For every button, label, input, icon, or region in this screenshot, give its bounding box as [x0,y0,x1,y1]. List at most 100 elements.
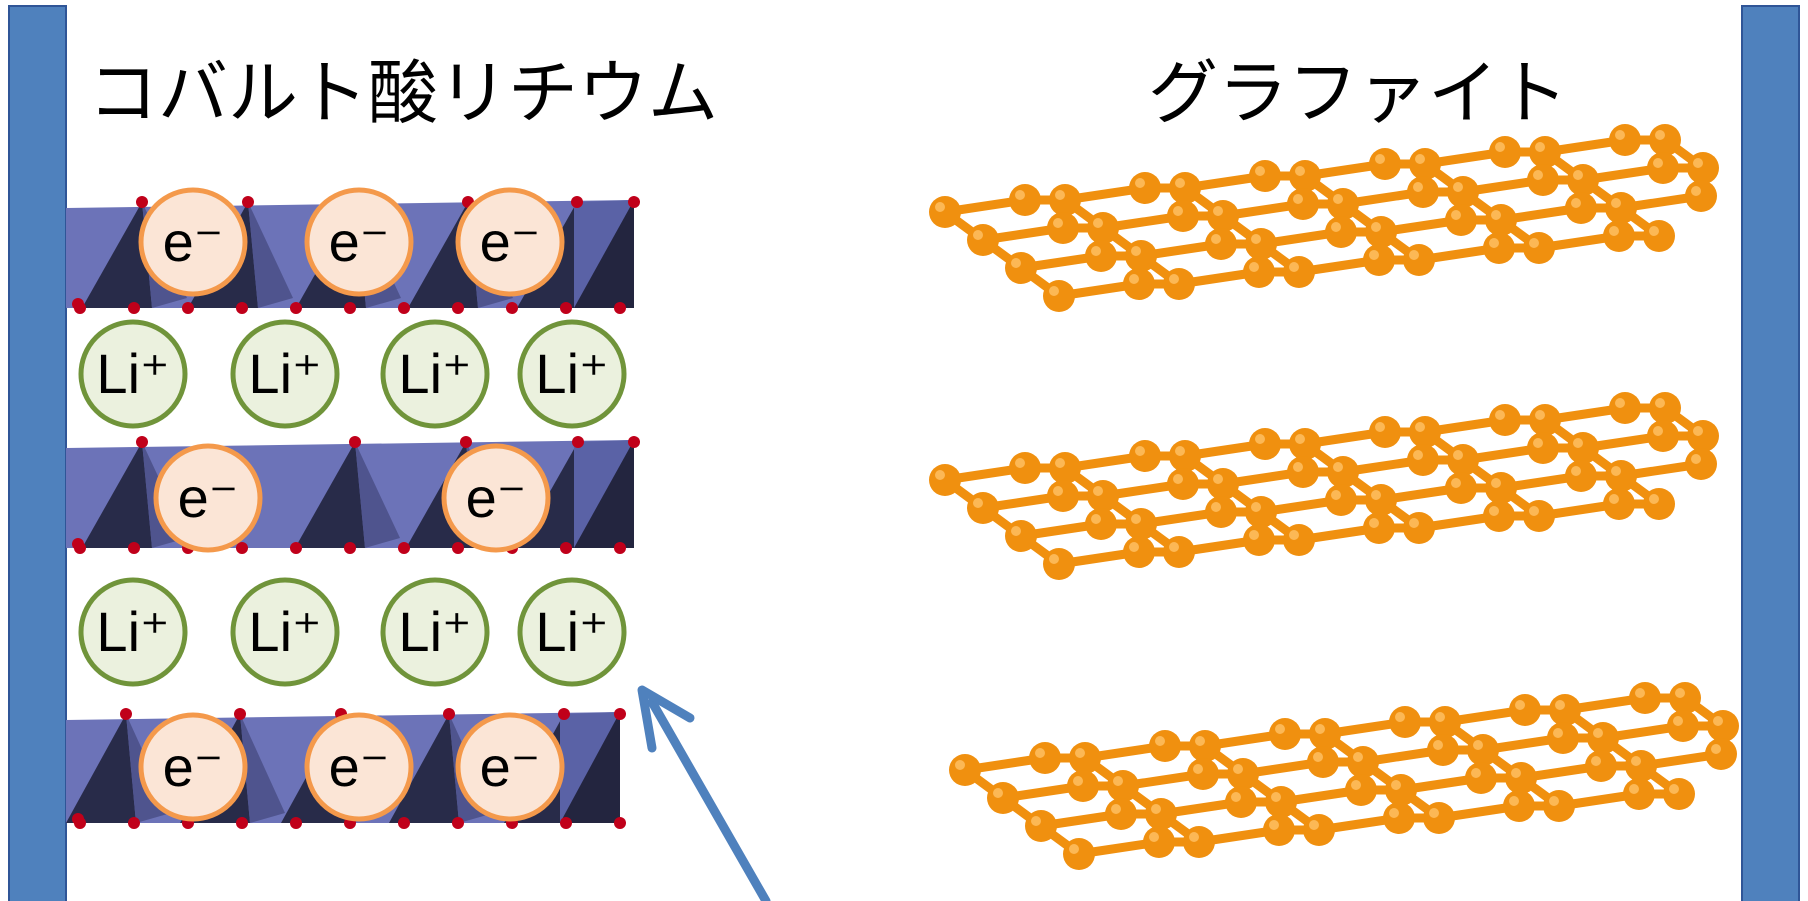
carbon-highlight [1511,768,1521,778]
electron-label: e⁻ [480,210,541,273]
lithium-ion: Li⁺ [78,319,188,429]
carbon-highlight [1155,736,1165,746]
carbon-atom [1205,496,1237,528]
carbon-highlight [1091,514,1101,524]
oxygen-atom [460,436,472,448]
carbon-atom [1309,718,1341,750]
oxygen-atom [72,538,84,550]
graphite-sheet-2 [929,392,1719,580]
carbon-highlight [1091,246,1101,256]
lithium-circle [517,577,627,687]
carbon-highlight [1049,286,1059,296]
carbon-atom [1123,536,1155,568]
carbon-highlight [1509,796,1519,806]
lithium-circle [78,577,188,687]
carbon-atom [1363,512,1395,544]
oxygen-atom [236,817,248,829]
carbon-atom [1447,176,1479,208]
carbon-atom [1225,786,1257,818]
carbon-highlight [1175,446,1185,456]
oxygen-atom [349,436,361,448]
carbon-highlight [1611,466,1621,476]
arrow-head [637,685,695,753]
cobalt-oxide-layer-2 [66,436,640,554]
ions-group: e⁻e⁻e⁻e⁻e⁻e⁻e⁻e⁻Li⁺Li⁺Li⁺Li⁺Li⁺Li⁺Li⁺Li⁺ [78,187,627,822]
carbon-highlight [1375,154,1385,164]
carbon-highlight [1333,194,1343,204]
electron-label: e⁻ [163,210,224,273]
carbon-highlight [1251,502,1261,512]
carbon-highlight [1135,446,1145,456]
electron: e⁻ [455,712,565,822]
oxygen-atom [572,436,584,448]
carbon-atom [1445,204,1477,236]
electron: e⁻ [138,712,248,822]
carbon-atom [1629,682,1661,714]
oxygen-atom [128,542,140,554]
carbon-atom [1009,184,1041,216]
carbon-atom [1623,778,1655,810]
carbon-atom [1129,440,1161,472]
lithium-label: Li⁺ [535,342,608,405]
carbon-atom [1423,802,1455,834]
lithium-circle [230,319,340,429]
carbon-highlight [1653,158,1663,168]
carbon-atom [1385,774,1417,806]
carbon-highlight [1535,142,1545,152]
lithium-ion: Li⁺ [380,577,490,687]
octahedron-side [355,442,400,548]
carbon-atom [1503,790,1535,822]
carbon-atom [929,196,961,228]
oxygen-atom [120,708,132,720]
carbon-highlight [1289,530,1299,540]
carbon-highlight [1175,178,1185,188]
carbon-highlight [1655,398,1665,408]
carbon-atom [1543,790,1575,822]
octahedron-side [248,202,293,308]
carbon-atom [1687,420,1719,452]
carbon-atom [1685,448,1717,480]
carbon-atom [1245,496,1277,528]
octahedron-face [66,714,136,823]
oxygen-atom [136,436,148,448]
electron-circle [304,712,414,822]
carbon-atom [1529,136,1561,168]
carbon-atom [1123,268,1155,300]
carbon-highlight [1413,182,1423,192]
carbon-highlight [1173,206,1183,216]
octahedron-face [82,442,152,548]
carbon-atom [1669,682,1701,714]
oxygen-atom [560,542,572,554]
carbon-atom [1105,798,1137,830]
carbon-atom [1167,200,1199,232]
carbon-highlight [1213,474,1223,484]
carbon-highlight [1295,166,1305,176]
oxygen-atom [452,302,464,314]
lithium-label: Li⁺ [248,600,321,663]
electron: e⁻ [455,187,565,297]
carbon-atom [1049,184,1081,216]
carbon-atom [1143,826,1175,858]
carbon-highlight [1315,724,1325,734]
carbon-atom [1529,404,1561,436]
carbon-highlight [1135,178,1145,188]
carbon-highlight [1369,250,1379,260]
carbon-highlight [1533,438,1543,448]
carbon-atom [1087,480,1119,512]
carbon-highlight [1471,768,1481,778]
carbon-highlight [1131,514,1141,524]
carbon-highlight [1289,262,1299,272]
electron: e⁻ [304,712,414,822]
carbon-atom [1243,524,1275,556]
carbon-highlight [1331,490,1341,500]
carbon-atom [1345,774,1377,806]
carbon-atom [1523,232,1555,264]
lithium-label: Li⁺ [96,342,169,405]
carbon-highlight [1635,688,1645,698]
oxygen-atom [182,302,194,314]
oxygen-atom [452,817,464,829]
carbon-atom [1707,710,1739,742]
carbon-highlight [1313,752,1323,762]
carbon-atom [1283,524,1315,556]
